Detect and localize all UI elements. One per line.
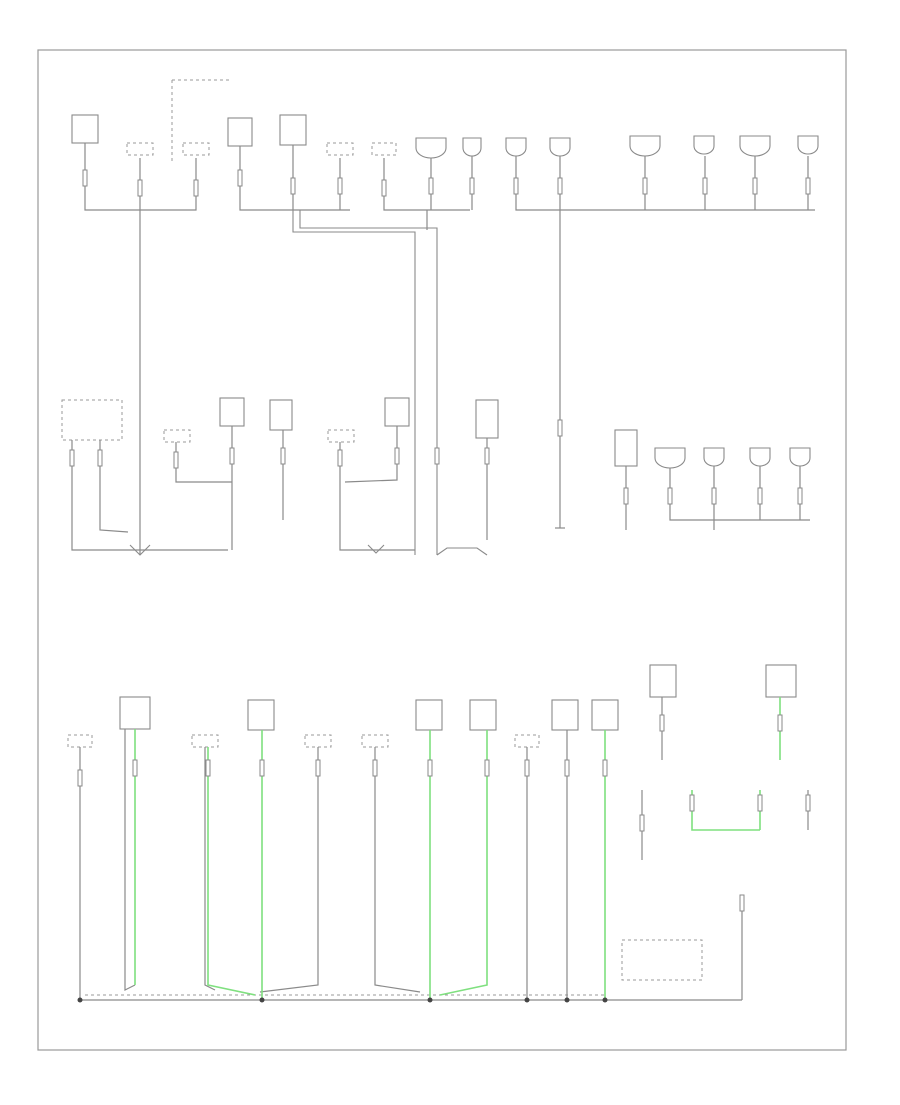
top-connector-marks [82, 169, 811, 197]
component-b13[interactable] [765, 664, 797, 698]
component-b12[interactable] [649, 664, 677, 698]
component-b7[interactable] [415, 699, 443, 731]
component-t15[interactable] [797, 135, 819, 155]
component-m11[interactable] [749, 447, 771, 467]
component-b8[interactable] [469, 699, 497, 731]
component-t14[interactable] [739, 135, 771, 157]
component-t2[interactable] [126, 142, 154, 156]
middle-section [61, 397, 811, 556]
component-b6[interactable] [361, 734, 389, 748]
component-b3[interactable] [191, 734, 219, 748]
component-t7[interactable] [371, 142, 397, 156]
component-m2[interactable] [163, 429, 191, 443]
bottom-section [67, 664, 811, 1003]
component-m12[interactable] [789, 447, 811, 467]
component-m3[interactable] [219, 397, 245, 427]
component-b11[interactable] [591, 699, 619, 731]
component-m7[interactable] [475, 399, 499, 439]
component-m10[interactable] [703, 447, 725, 467]
top-drop-wires [82, 143, 815, 211]
top-section [71, 79, 819, 555]
bottom-components [67, 664, 797, 748]
component-m6[interactable] [384, 397, 410, 427]
component-t5[interactable] [279, 114, 307, 146]
component-b14[interactable] [621, 939, 703, 981]
top-trunk-wires [139, 210, 565, 555]
component-b2[interactable] [119, 696, 151, 730]
component-t12[interactable] [629, 135, 661, 157]
component-m9[interactable] [654, 447, 686, 469]
component-m8[interactable] [614, 429, 638, 467]
component-t10[interactable] [505, 137, 527, 157]
component-m4[interactable] [269, 399, 293, 431]
component-t6[interactable] [326, 142, 354, 156]
component-t11[interactable] [549, 137, 571, 157]
top-components [71, 79, 819, 162]
middle-wires [69, 426, 810, 556]
component-m1[interactable] [61, 399, 123, 441]
component-t13[interactable] [693, 135, 715, 155]
bottom-wires [77, 697, 811, 1003]
component-t3[interactable] [182, 142, 210, 156]
diagram-frame [37, 49, 847, 1051]
component-t8[interactable] [415, 137, 447, 159]
component-b1[interactable] [67, 734, 93, 748]
component-m5[interactable] [327, 429, 355, 443]
bracket-t3 [171, 79, 232, 162]
component-t9[interactable] [462, 137, 482, 157]
component-b4[interactable] [247, 699, 275, 731]
component-b5[interactable] [304, 734, 332, 748]
component-t4[interactable] [227, 117, 253, 147]
component-b9[interactable] [514, 734, 540, 748]
middle-components [61, 397, 811, 469]
component-b10[interactable] [551, 699, 579, 731]
component-t1[interactable] [71, 114, 99, 144]
